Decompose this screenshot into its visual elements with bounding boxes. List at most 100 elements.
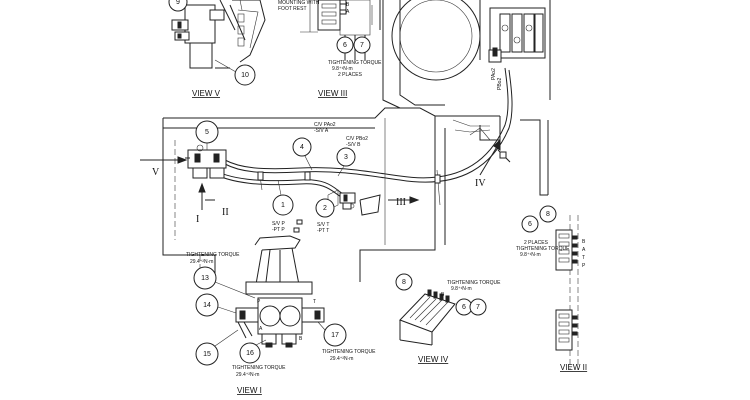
svg-text:3: 3: [344, 154, 348, 161]
torque-view-i-17-line1: TIGHTENING TORQUE: [322, 349, 376, 355]
callout-9: 9: [168, 0, 188, 12]
torque-view-iii-line2: 9.8⁺¹N·m: [332, 66, 353, 72]
view-i-detail: [235, 235, 325, 348]
torque-view-iii-line3: 2 PLACES: [338, 72, 363, 78]
view-marker-i: I: [196, 182, 206, 225]
svg-text:7: 7: [476, 304, 480, 311]
label-cv-pao2-line1: C/V PAo2: [314, 122, 336, 128]
label-sv-p-line2: -PT P: [272, 227, 285, 233]
svg-text:17: 17: [331, 332, 339, 339]
callout-3: 3: [336, 147, 356, 177]
torque-view-ii-line3: 9.8⁺¹N·m: [520, 252, 541, 258]
view-iii-detail: [300, 0, 346, 33]
view-iii-title: VIEW III: [318, 89, 347, 98]
svg-text:6: 6: [462, 304, 466, 311]
torque-view-iv-line1: TIGHTENING TORQUE: [447, 280, 501, 286]
view-iv-title: VIEW IV: [418, 355, 449, 364]
view-marker-iii: III: [388, 196, 420, 208]
callout-8-view-iv: 8: [395, 273, 413, 291]
torque-view-ii-line2: TIGHTENING TORQUE: [516, 246, 570, 252]
torque-view-i-top-line2: 29.4⁺²N·m: [190, 259, 213, 265]
fitting-sv-p: [296, 219, 303, 225]
svg-text:III: III: [396, 197, 406, 208]
view-v-title: VIEW V: [192, 89, 221, 98]
svg-text:16: 16: [246, 350, 254, 357]
pilot-valve-center: [185, 144, 227, 179]
torque-view-iii-line1: TIGHTENING TORQUE: [328, 60, 382, 66]
view-ii-title: VIEW II: [560, 363, 587, 372]
svg-text:14: 14: [203, 302, 211, 309]
svg-text:IV: IV: [475, 178, 486, 189]
port-b-view-iii: B: [346, 2, 350, 8]
svg-text:10: 10: [241, 72, 249, 79]
note-mounting-line1: MOUNTING WITH: [278, 0, 320, 6]
svg-text:8: 8: [546, 211, 550, 218]
view-marker-iv: IV: [475, 138, 501, 189]
callout-2: 2: [315, 198, 335, 218]
port-b-view-i: B: [299, 336, 303, 342]
port-t-view-i: T: [313, 299, 316, 305]
svg-text:I: I: [196, 214, 199, 225]
port-a-view-i: A: [259, 326, 263, 332]
callout-17: 17: [317, 321, 347, 347]
view-iv-detail: [399, 289, 456, 346]
svg-text:2: 2: [323, 205, 327, 212]
label-pbo2: PBo2: [497, 78, 503, 90]
callout-6-view-ii: 6: [521, 215, 539, 233]
callout-5: 5: [195, 120, 219, 150]
label-cv-pbo2-line1: C/V PBo2: [346, 136, 368, 142]
torque-view-i-top-line1: TIGHTENING TORQUE: [186, 252, 240, 258]
port-b-view-ii: B: [582, 239, 586, 245]
callout-4: 4: [292, 137, 313, 171]
view-v-detail: [171, 0, 266, 69]
label-pao2: PAo2: [491, 68, 497, 80]
fitting-pt-p: [293, 227, 300, 233]
svg-text:V: V: [152, 167, 160, 178]
svg-text:II: II: [222, 207, 229, 218]
label-sv-t-line1: S/V T: [317, 222, 329, 228]
svg-text:7: 7: [360, 42, 364, 49]
callout-7-view-iii: 7: [353, 36, 371, 54]
svg-text:6: 6: [343, 42, 347, 49]
label-cv-pao2-line2: -S/V A: [314, 128, 329, 134]
svg-text:8: 8: [402, 279, 406, 286]
port-a-view-iii: A: [346, 9, 350, 15]
hose-lines: [209, 67, 513, 206]
svg-text:13: 13: [201, 275, 209, 282]
label-sv-p-line1: S/V P: [272, 221, 285, 227]
port-p-view-i: P: [257, 299, 261, 305]
view-marker-v: V: [140, 156, 188, 178]
port-t-view-ii: T: [582, 255, 585, 261]
torque-view-i-bot-line1: TIGHTENING TORQUE: [232, 365, 286, 371]
callout-13: 13: [193, 266, 256, 299]
callout-1: 1: [272, 179, 294, 216]
view-ii-detail: [555, 215, 579, 370]
svg-text:9: 9: [176, 0, 180, 6]
callout-7-view-iv: 7: [469, 298, 487, 316]
control-valve: [479, 0, 551, 100]
svg-text:6: 6: [528, 221, 532, 228]
torque-view-iv-line2: 9.8⁺¹N·m: [451, 286, 472, 292]
view-marker-ii: II: [205, 199, 229, 218]
callout-8-view-ii: 8: [539, 205, 557, 223]
svg-text:5: 5: [205, 129, 209, 136]
note-mounting-line2: FOOT REST: [278, 6, 307, 12]
callout-16: 16: [239, 339, 267, 364]
torque-view-ii-line1: 2 PLACES: [524, 240, 549, 246]
svg-text:15: 15: [203, 351, 211, 358]
port-b-view-iv: B: [441, 292, 445, 298]
view-i-title: VIEW I: [237, 386, 262, 395]
svg-text:4: 4: [300, 144, 304, 151]
label-cv-pbo2-line2: -S/V B: [346, 142, 361, 148]
torque-view-i-17-line2: 29.4⁺²N·m: [330, 356, 353, 362]
callout-14: 14: [195, 293, 237, 317]
torque-view-i-bot-line2: 29.4⁺²N·m: [236, 372, 259, 378]
svg-text:1: 1: [281, 202, 285, 209]
fitting-2: [339, 192, 356, 210]
label-sv-t-line2: -PT T: [317, 228, 329, 234]
callout-10: 10: [214, 59, 256, 86]
callout-15: 15: [195, 329, 239, 366]
port-p-view-ii: P: [582, 263, 586, 269]
port-a-view-ii: A: [582, 247, 586, 253]
